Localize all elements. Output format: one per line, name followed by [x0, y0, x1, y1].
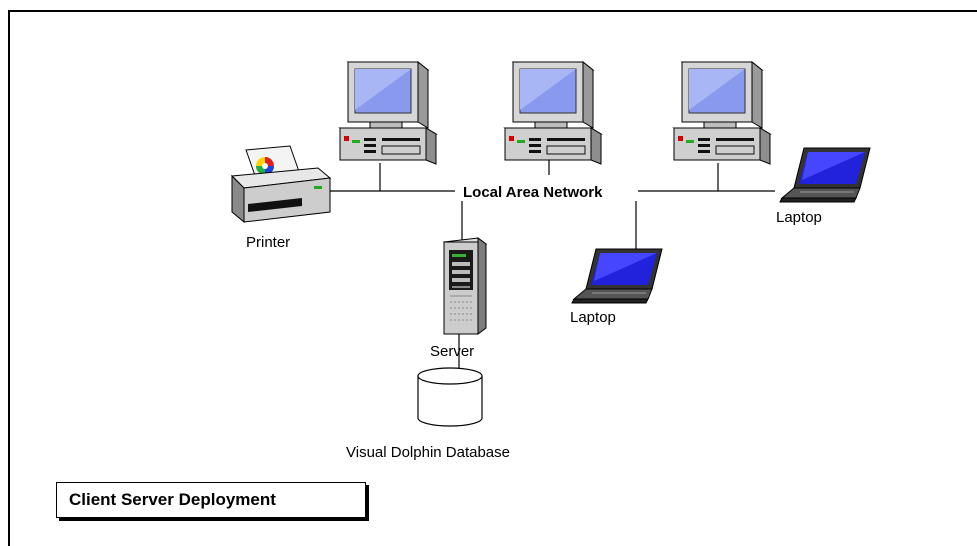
server-icon	[442, 237, 488, 335]
desktop-computer-icon	[339, 61, 437, 165]
laptop-icon	[571, 248, 663, 304]
network-lines	[330, 158, 775, 372]
laptop-label: Laptop	[570, 309, 616, 326]
diagram-caption-box: Client Server Deployment	[56, 482, 366, 518]
diagram-frame	[8, 10, 977, 546]
printer-label: Printer	[246, 234, 290, 251]
diagram-caption: Client Server Deployment	[69, 490, 276, 509]
laptop-icon	[779, 147, 871, 203]
laptop-label: Laptop	[776, 209, 822, 226]
desktop-computer-icon	[673, 61, 771, 165]
desktop-computer-icon	[504, 61, 602, 165]
printer-icon	[230, 145, 332, 224]
server-label: Server	[430, 343, 474, 360]
database-cylinder-icon	[417, 367, 483, 427]
database-label: Visual Dolphin Database	[346, 444, 510, 461]
network-label: Local Area Network	[463, 184, 603, 201]
